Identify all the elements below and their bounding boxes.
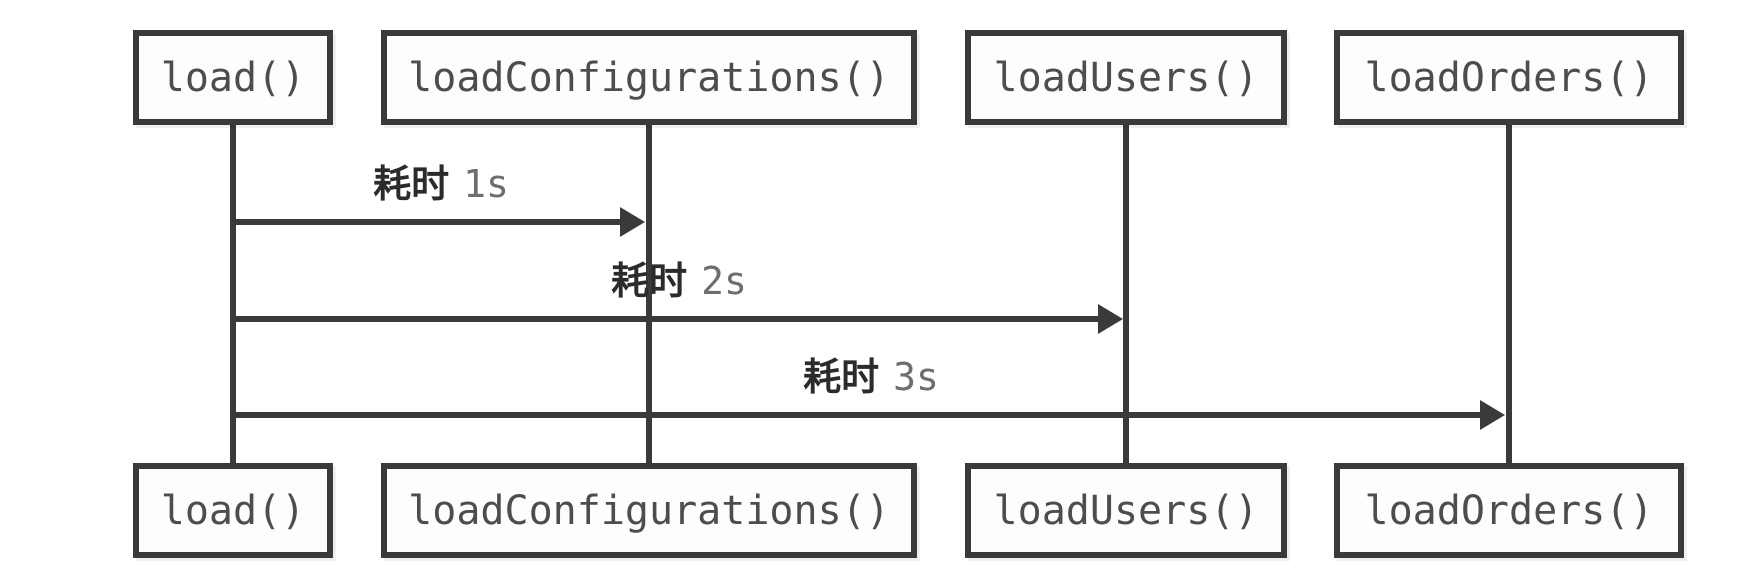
message-arrow-load-to-loadusers [233,316,1099,322]
message-label-text: 耗时 [611,259,688,303]
participant-box-bottom-loadusers: loadUsers() [965,463,1287,558]
participant-box-top-loadusers: loadUsers() [965,30,1287,125]
participant-box-top-load: load() [133,30,333,125]
message-label-duration: 2s [701,259,747,303]
participant-label: load() [160,54,306,101]
participant-box-top-loadorders: loadOrders() [1334,30,1684,125]
participant-box-bottom-load: load() [133,463,333,558]
message-label-duration: 3s [893,355,939,399]
lifeline-loadorders [1506,125,1512,463]
lifeline-load [230,125,236,463]
participant-box-bottom-loadconfigurations: loadConfigurations() [381,463,917,558]
participant-label: loadConfigurations() [408,54,890,101]
message-label-text: 耗时 [373,162,450,206]
participant-box-top-loadconfigurations: loadConfigurations() [381,30,917,125]
message-arrow-load-to-loadconfigurations [233,219,621,225]
participant-label: loadConfigurations() [408,487,890,534]
lifeline-loadusers [1123,125,1129,463]
message-label-text: 耗时 [803,355,880,399]
lifeline-loadconfigurations [646,125,652,463]
participant-box-bottom-loadorders: loadOrders() [1334,463,1684,558]
participant-label: load() [160,487,306,534]
message-arrow-load-to-loadorders [233,412,1481,418]
message-label-3: 耗时 3s [803,356,939,398]
participant-label: loadUsers() [993,487,1259,534]
participant-label: loadOrders() [1364,487,1654,534]
message-label-1: 耗时 1s [373,163,509,205]
message-label-2: 耗时 2s [611,260,747,302]
participant-label: loadUsers() [993,54,1259,101]
message-label-duration: 1s [463,162,509,206]
participant-label: loadOrders() [1364,54,1654,101]
